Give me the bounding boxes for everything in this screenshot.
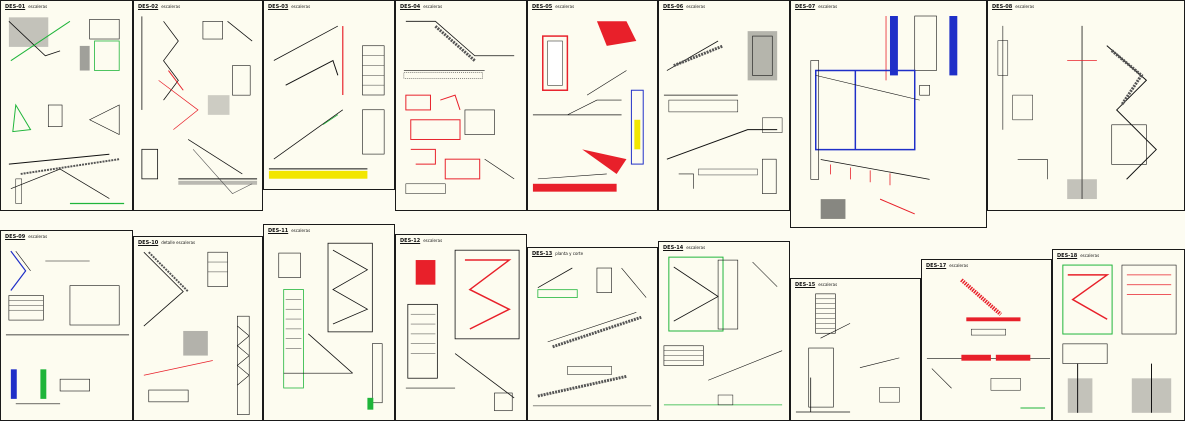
sheet-drawing	[532, 21, 644, 192]
sheet-drawing	[405, 249, 520, 412]
sheet-drawing	[5, 250, 130, 405]
sheet-drawing	[1062, 264, 1177, 413]
sheet-drawing	[663, 31, 783, 194]
sheet-drawing	[268, 25, 385, 179]
sheet-drawing	[141, 16, 258, 194]
sheet-drawing	[278, 242, 383, 410]
sheet-drawing	[143, 251, 250, 415]
sheet-drawing	[8, 17, 125, 205]
sheet-drawing	[810, 15, 958, 219]
sheet-drawing	[795, 293, 900, 413]
sheet-drawing	[403, 20, 515, 194]
sheet-drawing	[532, 267, 652, 407]
sheet-drawing	[997, 25, 1157, 200]
sheet-drawing	[926, 278, 1051, 409]
sheet-drawing	[663, 256, 783, 406]
